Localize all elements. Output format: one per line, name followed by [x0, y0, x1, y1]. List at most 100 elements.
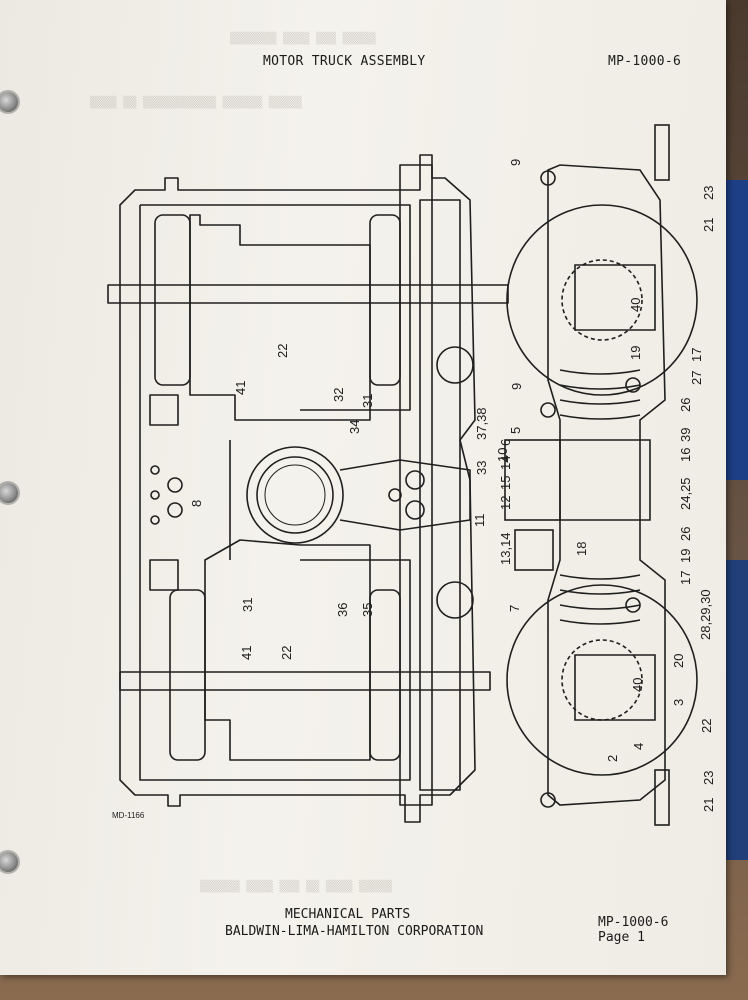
side-bar-inner	[419, 199, 461, 791]
callout: 2	[605, 755, 620, 762]
center-plate-core	[264, 464, 326, 526]
frame-hole	[150, 515, 160, 525]
lower-wheel-side	[506, 584, 698, 776]
callout: 8	[189, 500, 204, 507]
pin	[540, 402, 556, 418]
bolster-bolt	[405, 470, 425, 490]
callout: 9	[509, 383, 524, 390]
callout: 17	[689, 348, 704, 362]
traction-motor-bracket	[514, 529, 554, 571]
callout: 32	[331, 388, 346, 402]
callout: 7	[507, 605, 522, 612]
callout: 37,38	[474, 407, 489, 440]
traction-motor-nose	[504, 439, 561, 521]
callout: 16	[678, 448, 693, 462]
center-plate-outer	[246, 446, 344, 544]
frame-hole	[167, 477, 183, 493]
callout: 41	[239, 646, 254, 660]
callout: 28,29,30	[698, 589, 713, 640]
bolster-bolt	[405, 500, 425, 520]
callout: 33	[474, 461, 489, 475]
callout: 23	[701, 186, 716, 200]
end-link-upper	[654, 124, 670, 181]
side-bar	[399, 164, 433, 806]
page-title: MOTOR TRUCK ASSEMBLY	[263, 54, 426, 69]
callout: 22	[279, 646, 294, 660]
document-number: MP-1000-6	[608, 54, 682, 69]
callout: 4	[631, 743, 646, 750]
callout: 19	[628, 346, 643, 360]
callout: 21	[701, 798, 716, 812]
callout: 15	[498, 476, 513, 490]
plan-view	[107, 154, 509, 823]
callout: 41	[233, 381, 248, 395]
callout: 40	[628, 298, 643, 312]
lower-journal	[561, 639, 643, 721]
lower-axle	[119, 671, 491, 691]
upper-wheel-left	[154, 214, 191, 386]
upper-wheel-right	[369, 214, 401, 386]
bolster-side	[560, 439, 651, 521]
callout: 18	[574, 542, 589, 556]
frame-hole	[150, 465, 160, 475]
callout: 10	[495, 448, 510, 462]
frame-hole	[150, 490, 160, 500]
plan-view-callouts: 22 41 32 31 34 37,38 33 8 31 36 35 41 22…	[189, 344, 489, 660]
callout: 3	[671, 699, 686, 706]
frame-hole	[167, 502, 183, 518]
journal-box-upper	[574, 264, 656, 331]
callout: 35	[360, 603, 375, 617]
end-link-lower	[654, 769, 670, 826]
callout: 26	[678, 398, 693, 412]
footer-document-number: MP-1000-6	[598, 915, 669, 930]
bolster-arm	[339, 459, 471, 531]
binder-ring-hole	[0, 483, 18, 503]
bracket	[149, 559, 179, 591]
callout: 14	[498, 456, 513, 470]
callout: 6	[498, 439, 513, 446]
callout: 11	[472, 514, 487, 528]
callout: 31	[240, 598, 255, 612]
callout: 13,14	[498, 532, 513, 565]
callout: 26	[678, 527, 693, 541]
upper-journal	[561, 259, 643, 341]
upper-axle	[107, 284, 509, 304]
callout: 36	[335, 603, 350, 617]
binder-ring-hole	[0, 92, 18, 112]
callout: 22	[275, 344, 290, 358]
upper-wheel-side	[506, 204, 698, 396]
pin	[625, 597, 641, 613]
callout: 31	[360, 394, 375, 408]
bleed-through-text: ▒▒▒▒▒▒▒ ▒▒▒▒ ▒▒▒ ▒▒▒▒▒	[230, 32, 376, 45]
callout: 9	[508, 159, 523, 166]
callout: 19	[678, 549, 693, 563]
spring-upper	[559, 369, 641, 420]
bolster-bolt	[388, 488, 402, 502]
frame-outline	[119, 154, 476, 823]
callout: 27	[689, 371, 704, 385]
pin	[540, 792, 556, 808]
callout: 34	[347, 420, 362, 434]
callout: 20	[671, 654, 686, 668]
journal-box-lower	[574, 654, 656, 721]
side-view-callouts: 9 23 21 40 19 27 17 9 26 39 16 10 6 5 15…	[495, 159, 716, 812]
frame-inner-lower	[139, 205, 411, 781]
lower-wheel-left	[169, 589, 206, 761]
pin	[540, 170, 556, 186]
frame-inner-upper	[140, 204, 411, 411]
center-plate-inner	[256, 456, 334, 534]
side-bearing-lower	[436, 581, 474, 619]
pin	[625, 377, 641, 393]
callout: 17	[678, 571, 693, 585]
upper-motor	[189, 214, 371, 421]
binder-ring-hole	[0, 852, 18, 872]
side-bearing-upper	[436, 346, 474, 384]
callout: 22	[699, 719, 714, 733]
page-number: Page 1	[598, 930, 645, 945]
footer-line-2: BALDWIN-LIMA-HAMILTON CORPORATION	[225, 924, 484, 939]
callout: 24,25	[678, 477, 693, 510]
callout: 40	[630, 678, 645, 692]
bleed-through-text: ▒▒▒▒▒▒ ▒▒▒▒ ▒▒▒ ▒▒ ▒▒▒▒ ▒▒▒▒▒	[200, 880, 393, 893]
lower-motor	[204, 539, 371, 761]
bleed-through-text: ▒▒▒▒ ▒▒ ▒▒▒▒▒▒▒▒▒▒▒ ▒▒▒▒▒▒ ▒▒▒▒▒	[90, 96, 302, 109]
